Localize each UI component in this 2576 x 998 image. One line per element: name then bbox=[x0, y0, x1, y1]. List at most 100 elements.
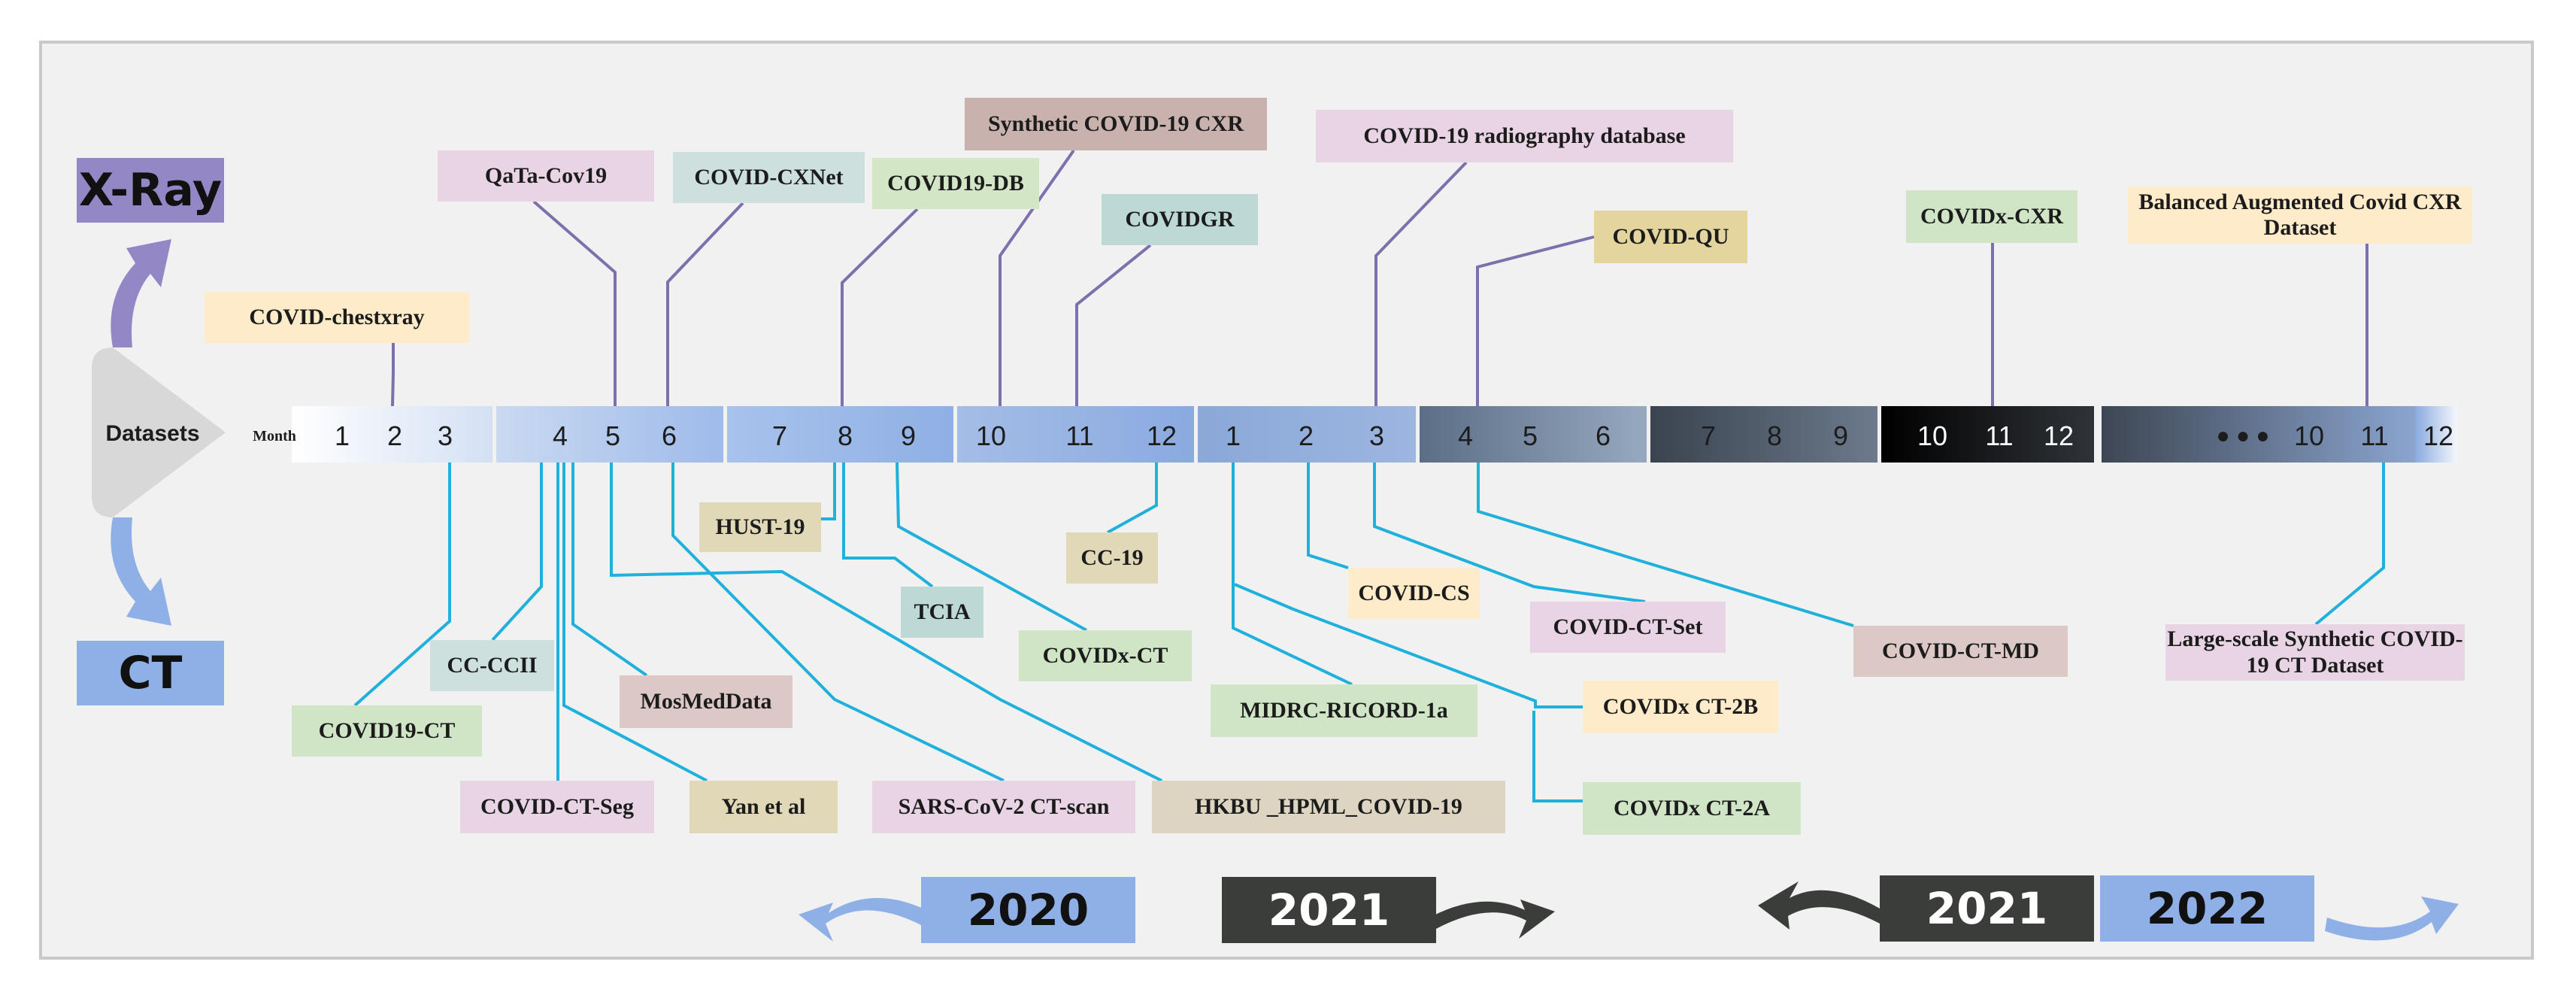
ct-dataset-label: HUST-19 bbox=[699, 502, 821, 552]
month-tick: 3 bbox=[1368, 420, 1385, 451]
xray-dataset-label: COVIDGR bbox=[1102, 194, 1258, 245]
xray-dataset-label: COVID-19 radiography database bbox=[1316, 110, 1733, 162]
ct-dataset-label: COVID-CT-Set bbox=[1530, 602, 1726, 653]
ct-dataset-label: COVIDx-CT bbox=[1019, 630, 1192, 681]
month-tick: 12 bbox=[1146, 420, 1177, 451]
month-tick: 1 bbox=[334, 420, 350, 451]
timeline-band bbox=[1881, 406, 2094, 463]
month-tick: 11 bbox=[2360, 420, 2389, 451]
ct-dataset-label: CC-19 bbox=[1066, 532, 1158, 584]
arrow-to-ct-icon bbox=[111, 517, 171, 626]
ct-dataset-label: COVID-CS bbox=[1348, 568, 1480, 619]
month-tick: 8 bbox=[837, 420, 853, 451]
ct-dataset-label: COVID19-CT bbox=[292, 705, 482, 757]
month-tick: 10 bbox=[1917, 420, 1948, 451]
ct-dataset-label: MIDRC-RICORD-1a bbox=[1211, 684, 1477, 737]
month-tick: 2 bbox=[1298, 420, 1314, 451]
xray-leader-line bbox=[666, 202, 744, 406]
ct-leader-line bbox=[671, 463, 1005, 782]
xray-leader-line bbox=[999, 149, 1075, 406]
year-2020-badge: 2020 bbox=[921, 877, 1135, 943]
month-tick: 9 bbox=[900, 420, 917, 451]
xray-leader-line bbox=[1075, 244, 1152, 406]
xray-dataset-label: COVID19-DB bbox=[872, 158, 1039, 209]
ct-leader-line bbox=[2314, 463, 2385, 626]
month-tick: 10 bbox=[2293, 420, 2325, 451]
ct-dataset-label: COVID-CT-Seg bbox=[460, 781, 654, 833]
ct-leader-line bbox=[353, 463, 451, 707]
xray-dataset-label: QaTa-Cov19 bbox=[438, 150, 654, 202]
xray-dataset-label: COVIDx-CXR bbox=[1906, 190, 2077, 243]
month-tick: 6 bbox=[661, 420, 677, 451]
timeline-band bbox=[727, 406, 953, 463]
arrow-right-2022-icon bbox=[2325, 896, 2459, 941]
month-tick: 9 bbox=[1832, 420, 1849, 451]
month-tick: 7 bbox=[1700, 420, 1717, 451]
xray-leader-line bbox=[532, 200, 617, 406]
datasets-triangle bbox=[92, 347, 226, 517]
month-tick: 10 bbox=[975, 420, 1007, 451]
xray-leader-line bbox=[841, 208, 919, 406]
ct-leader-line bbox=[571, 463, 648, 677]
ct-dataset-label: COVIDx CT-2A bbox=[1583, 782, 1801, 835]
xray-dataset-label: COVID-CXNet bbox=[673, 152, 865, 203]
ct-leader-line bbox=[1107, 463, 1158, 534]
arrow-left-2020-icon bbox=[799, 897, 926, 942]
arrow-to-xray-icon bbox=[111, 239, 171, 347]
xray-leader-line bbox=[1374, 161, 1468, 406]
month-tick: 4 bbox=[552, 420, 568, 451]
xray-dataset-label: COVID-QU bbox=[1594, 211, 1747, 263]
ct-leader-line bbox=[1477, 463, 1854, 627]
ct-dataset-label: COVID-CT-MD bbox=[1853, 626, 2068, 677]
timeline-band bbox=[1650, 406, 1877, 463]
ct-dataset-label: CC-CCII bbox=[430, 640, 554, 691]
ct-leader-line bbox=[610, 463, 1162, 782]
ct-leader-line bbox=[896, 462, 1087, 632]
ellipsis-marker: ● ● ● bbox=[2216, 423, 2270, 448]
ct-dataset-label: COVIDx CT-2B bbox=[1583, 681, 1778, 733]
xray-dataset-label: Balanced Augmented Covid CXR Dataset bbox=[2128, 187, 2472, 244]
timeline-band bbox=[2102, 406, 2415, 463]
xray-dataset-label: COVID-chestxray bbox=[205, 292, 469, 343]
year-2021-badge: 2021 bbox=[1222, 877, 1436, 943]
month-tick: 7 bbox=[771, 420, 788, 451]
timeline-band bbox=[1420, 406, 1647, 463]
arrow-right-2021-icon bbox=[1432, 899, 1555, 939]
ct-leader-line bbox=[562, 463, 708, 782]
ct-dataset-label: Yan et al bbox=[689, 781, 838, 833]
month-tick: 1 bbox=[1225, 420, 1241, 451]
ct-dataset-label: Large-scale Synthetic COVID-19 CT Datase… bbox=[2165, 624, 2465, 681]
timeline-band bbox=[2415, 406, 2457, 463]
ct-dataset-label: HKBU _HPML_COVID-19 bbox=[1152, 781, 1505, 833]
xray-badge: X-Ray bbox=[77, 158, 224, 223]
ct-dataset-label: SARS-CoV-2 CT-scan bbox=[872, 781, 1135, 833]
ct-leader-line bbox=[491, 463, 543, 642]
ct-leader-line bbox=[842, 463, 934, 588]
month-tick: 6 bbox=[1595, 420, 1611, 451]
ct-leader-line bbox=[821, 463, 836, 520]
xray-leader-line bbox=[391, 343, 395, 407]
timeline-band bbox=[957, 406, 1194, 463]
ct-dataset-label: MosMedData bbox=[620, 675, 792, 728]
ct-leader-line bbox=[1307, 463, 1349, 569]
datasets-label: Datasets bbox=[105, 421, 200, 446]
month-tick: 11 bbox=[1065, 420, 1094, 451]
year-2021-badge: 2021 bbox=[1880, 875, 2094, 942]
year-2022-badge: 2022 bbox=[2100, 875, 2314, 942]
month-tick: 2 bbox=[386, 420, 403, 451]
month-tick: 5 bbox=[1522, 420, 1538, 451]
timeline-band bbox=[292, 406, 492, 463]
ct-leader-line bbox=[1532, 711, 1583, 802]
month-tick: 8 bbox=[1766, 420, 1783, 451]
ct-badge: CT bbox=[77, 641, 224, 705]
month-tick: 12 bbox=[2423, 420, 2454, 451]
ct-dataset-label: TCIA bbox=[901, 587, 983, 638]
month-tick: 12 bbox=[2043, 420, 2074, 451]
arrow-left-2021-icon bbox=[1758, 881, 1880, 930]
month-tick: 3 bbox=[437, 420, 453, 451]
month-tick: 4 bbox=[1457, 420, 1474, 451]
month-label: Month bbox=[253, 427, 296, 444]
xray-dataset-label: Synthetic COVID-19 CXR bbox=[965, 98, 1267, 150]
